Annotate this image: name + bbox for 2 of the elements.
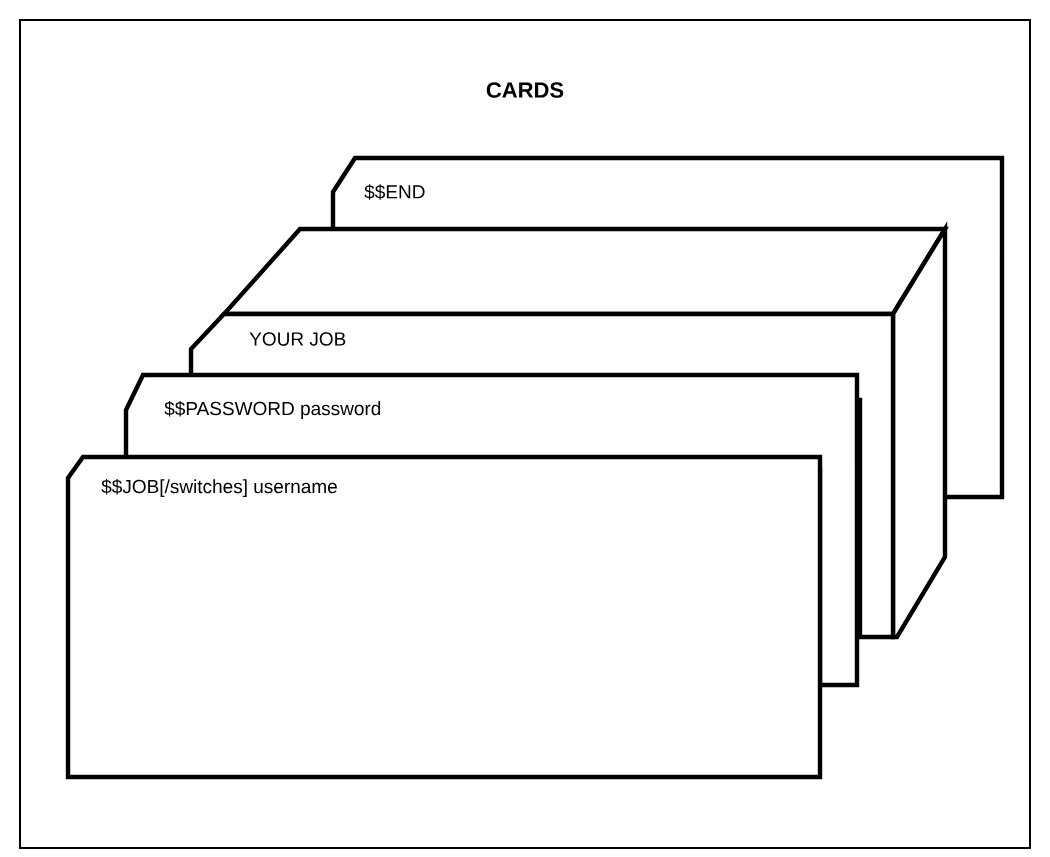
card: $$JOB[/switches] username xyxy=(65,454,823,780)
title: CARDS xyxy=(486,82,564,98)
